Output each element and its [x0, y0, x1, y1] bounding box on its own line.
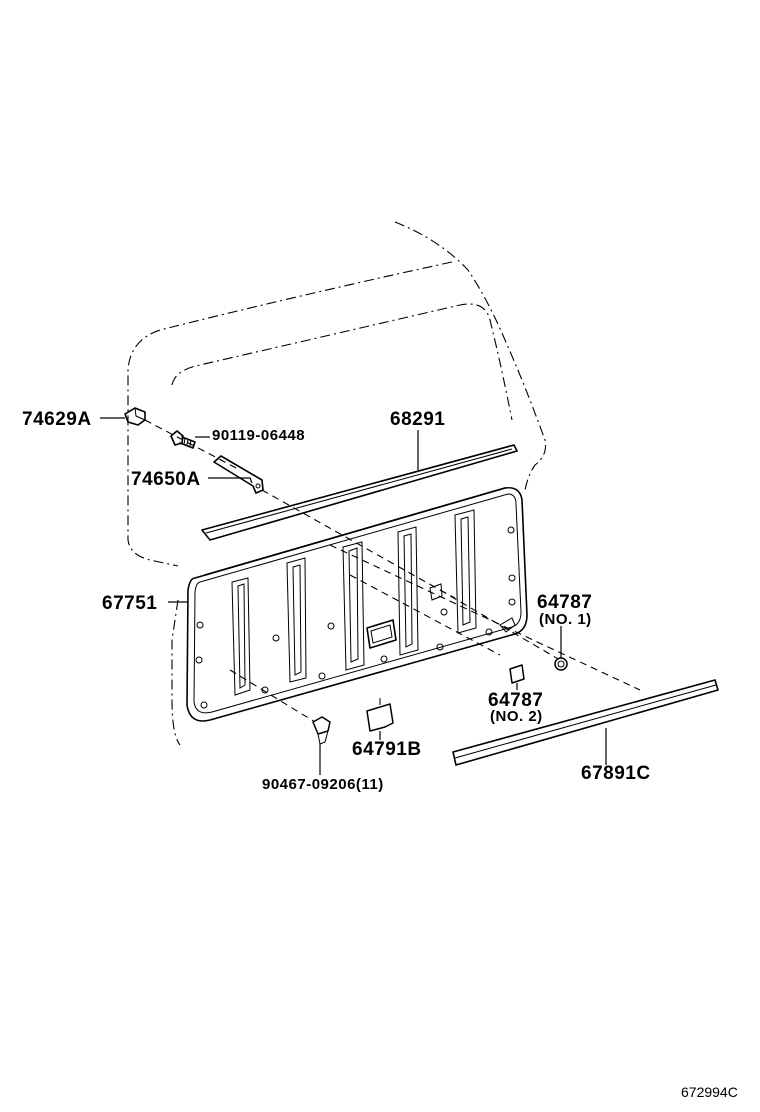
label-74629a: 74629A — [22, 409, 92, 430]
label-64791b: 64791B — [352, 739, 422, 760]
plug-64787-no1 — [554, 657, 568, 671]
label-64787-no2: 64787 — [488, 690, 543, 711]
cover-64791b — [366, 698, 394, 732]
label-64787-no1: 64787 — [537, 592, 592, 613]
label-67751: 67751 — [102, 593, 157, 614]
label-74650a: 74650A — [131, 469, 201, 490]
label-68291: 68291 — [390, 409, 445, 430]
clip-90467 — [312, 716, 331, 745]
illustration-id: 672994C — [681, 1084, 738, 1100]
label-67891c: 67891C — [581, 763, 651, 784]
trim-panel-67751 — [186, 486, 528, 722]
label-90467: 90467-09206(11) — [262, 776, 384, 793]
pad-64787-no2 — [509, 664, 525, 684]
label-90119: 90119-06448 — [212, 427, 305, 444]
leader-lines — [100, 417, 607, 775]
label-64787-no1-sub: (NO. 1) — [539, 611, 592, 628]
weatherstrip-68291 — [201, 444, 518, 541]
molding-67891c — [452, 679, 719, 766]
label-64787-no2-sub: (NO. 2) — [490, 708, 543, 725]
bracket-74650a — [213, 455, 264, 494]
vehicle-body-outline — [127, 221, 547, 746]
